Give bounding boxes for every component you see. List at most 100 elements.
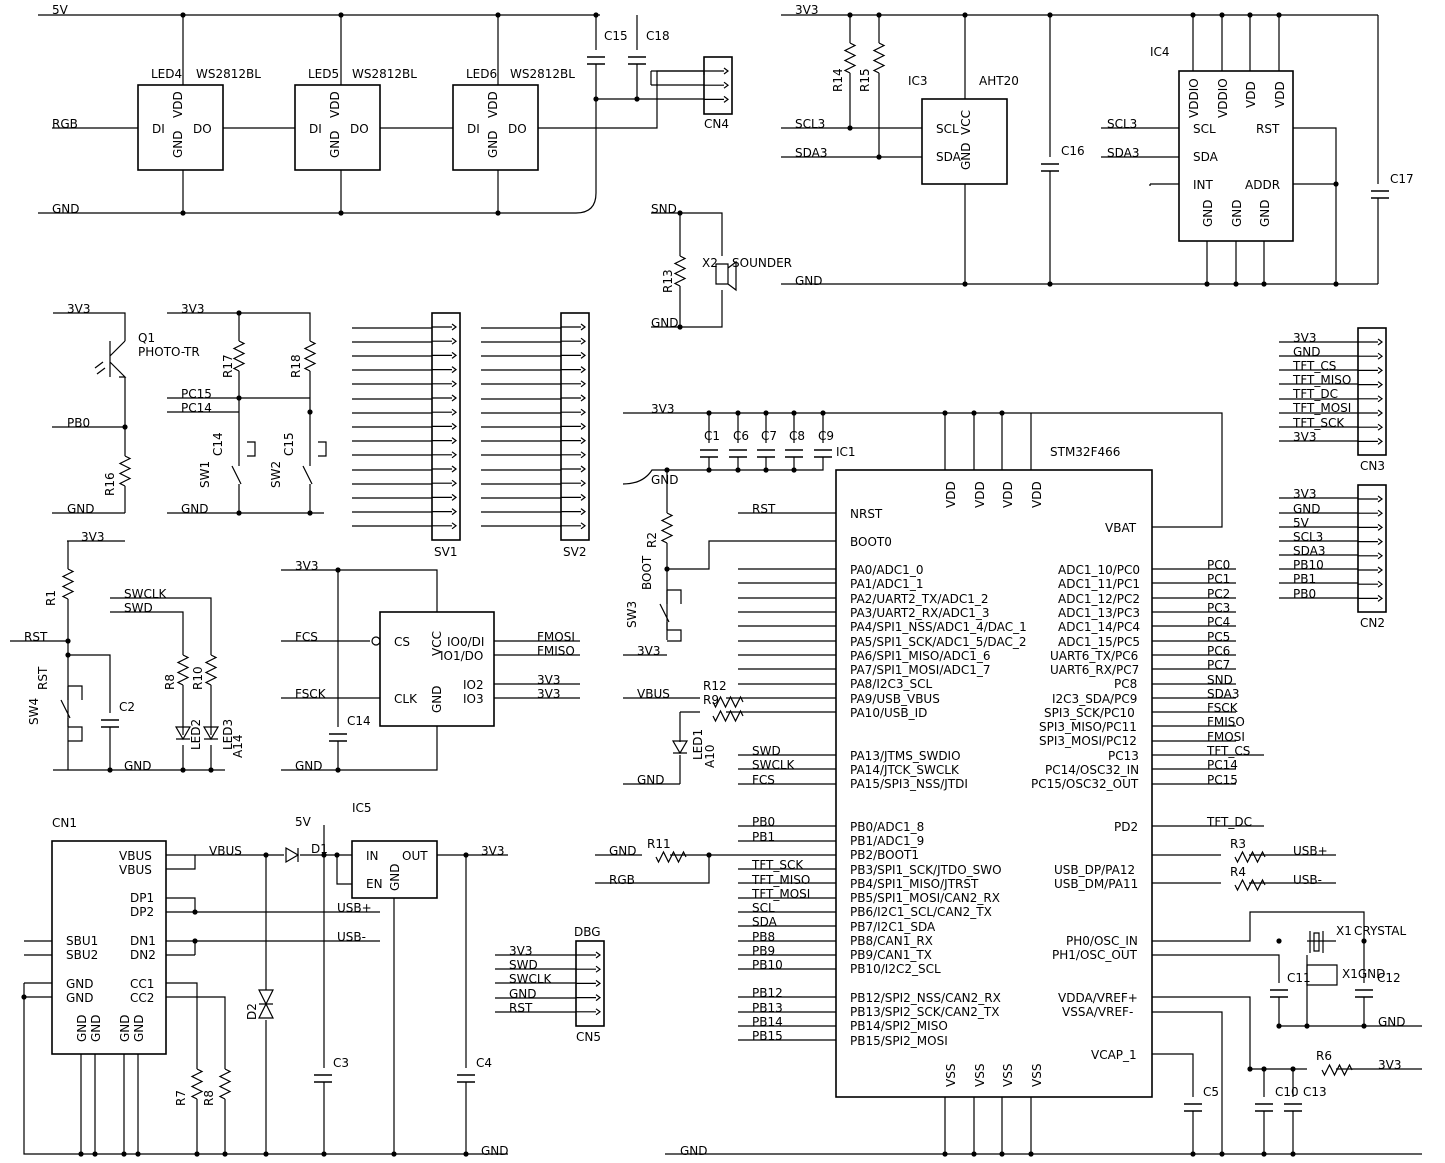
resistor-symbol (872, 42, 886, 74)
wire-net (623, 412, 1223, 528)
net-label: X2 (702, 256, 718, 270)
net-label: PC3 (1207, 601, 1230, 615)
ic-pin-label: RST (1256, 122, 1280, 136)
junction-dot (1261, 1151, 1267, 1157)
net-label: C11 (1287, 971, 1311, 985)
ic-pin-label: UART6_RX/PC7 (1050, 663, 1139, 677)
junction-dot (1233, 281, 1239, 287)
net-label: WS2812BL (352, 67, 417, 81)
ic-pin-label: PA2/UART2_TX/ADC1_2 (850, 592, 988, 606)
net-label: SCL (752, 901, 775, 915)
net-label: PB15 (752, 1029, 783, 1043)
net-label: CN3 (1360, 459, 1385, 473)
resistor-symbol (660, 512, 674, 544)
resistor-symbol (61, 568, 75, 600)
component-symbol (174, 726, 689, 755)
junction-dot (335, 767, 341, 773)
junction-dot (463, 1151, 469, 1157)
junction-dot (194, 1151, 200, 1157)
junction-dot (338, 210, 344, 216)
net-label: C16 (1061, 144, 1085, 158)
header-pin-tip (1377, 437, 1383, 445)
junction-dot (962, 12, 968, 18)
capacitor-symbol (1355, 989, 1373, 998)
net-label: PC2 (1207, 587, 1230, 601)
ic-pin-label: GND (171, 130, 185, 158)
ic-pin-label: PB6/I2C1_SCL/CAN2_TX (850, 905, 992, 919)
junction-dot (1190, 1151, 1196, 1157)
ic-pin-label: VCAP_1 (1091, 1048, 1137, 1062)
header-pin-tip (1377, 566, 1383, 574)
net-label: 3V3 (1293, 430, 1316, 444)
ic-pin-label: GND (430, 685, 444, 713)
net-label: X1 (1336, 924, 1352, 938)
header-pin-tip (1377, 552, 1383, 560)
junction-dot (847, 125, 853, 131)
header-pin-tip (723, 67, 729, 75)
junction-dot (335, 567, 341, 573)
junction-dot (78, 1151, 84, 1157)
junction-dot (706, 467, 712, 473)
junction-dot (135, 1151, 141, 1157)
header-pin-tip (580, 351, 586, 359)
junction-dot (942, 410, 948, 416)
net-label: A10 (703, 745, 717, 768)
ic-pin-label: PA15/SPI3_NSS/JTDI (850, 777, 968, 791)
ic-pin-label: VDDIO (1216, 78, 1230, 118)
wire-net (1152, 854, 1422, 1027)
ic-pin-label: PB12/SPI2_NSS/CAN2_RX (850, 991, 1001, 1005)
ic-pin-label: IO3 (463, 692, 484, 706)
ic-pin-label: PB14/SPI2_MISO (850, 1019, 948, 1033)
net-label: 3V3 (1293, 487, 1316, 501)
net-label: SDA3 (1207, 687, 1240, 701)
junction-dot (664, 566, 670, 572)
ic-chip-body (835, 469, 1153, 1098)
junction-dot (820, 410, 826, 416)
net-label: WS2812BL (510, 67, 575, 81)
header-pin-tip (1377, 395, 1383, 403)
junction-dot (847, 12, 853, 18)
header-pin-tip (580, 380, 586, 388)
junction-dot (236, 510, 242, 516)
ic-pin-label: DO (193, 122, 212, 136)
ic-pin-label: IO2 (463, 678, 484, 692)
ic-pin-label: GND (132, 1014, 146, 1042)
net-label: GND (1293, 345, 1321, 359)
wire-net (166, 825, 508, 1154)
ic-pin-label: IN (366, 849, 379, 863)
ic-pin-label: PA8/I2C3_SCL (850, 677, 933, 691)
header-pin-tip (451, 366, 457, 374)
net-label: 3V3 (509, 944, 532, 958)
ic-pin-label: PB7/I2C1_SDA (850, 920, 936, 934)
chip-select-bubble (371, 636, 381, 646)
net-label: C6 (733, 429, 749, 443)
junction-dot (634, 96, 640, 102)
net-label: 3V3 (637, 644, 660, 658)
ic-pin-label: DO (350, 122, 369, 136)
wire-net (622, 457, 836, 656)
capacitor-symbol (628, 56, 646, 65)
wire-net (651, 212, 723, 328)
net-label: 3V3 (651, 402, 674, 416)
net-label: PB0 (752, 815, 775, 829)
resistor-symbol (1321, 1063, 1353, 1077)
ic-pin-label: NRST (850, 507, 883, 521)
net-label: R17 (221, 354, 235, 378)
net-label: GND (52, 202, 80, 216)
junction-dot (1276, 12, 1282, 18)
wire-net (623, 568, 836, 785)
ic-pin-label: PB8/CAN1_RX (850, 934, 933, 948)
header-pin-tip (1377, 352, 1383, 360)
net-label: IC4 (1150, 45, 1170, 59)
ic-pin-label: EN (366, 877, 383, 891)
header-pin-tip (451, 337, 457, 345)
net-label: 3V3 (481, 844, 504, 858)
ic-pin-label: SCL (936, 122, 959, 136)
header-pin-tip (580, 493, 586, 501)
